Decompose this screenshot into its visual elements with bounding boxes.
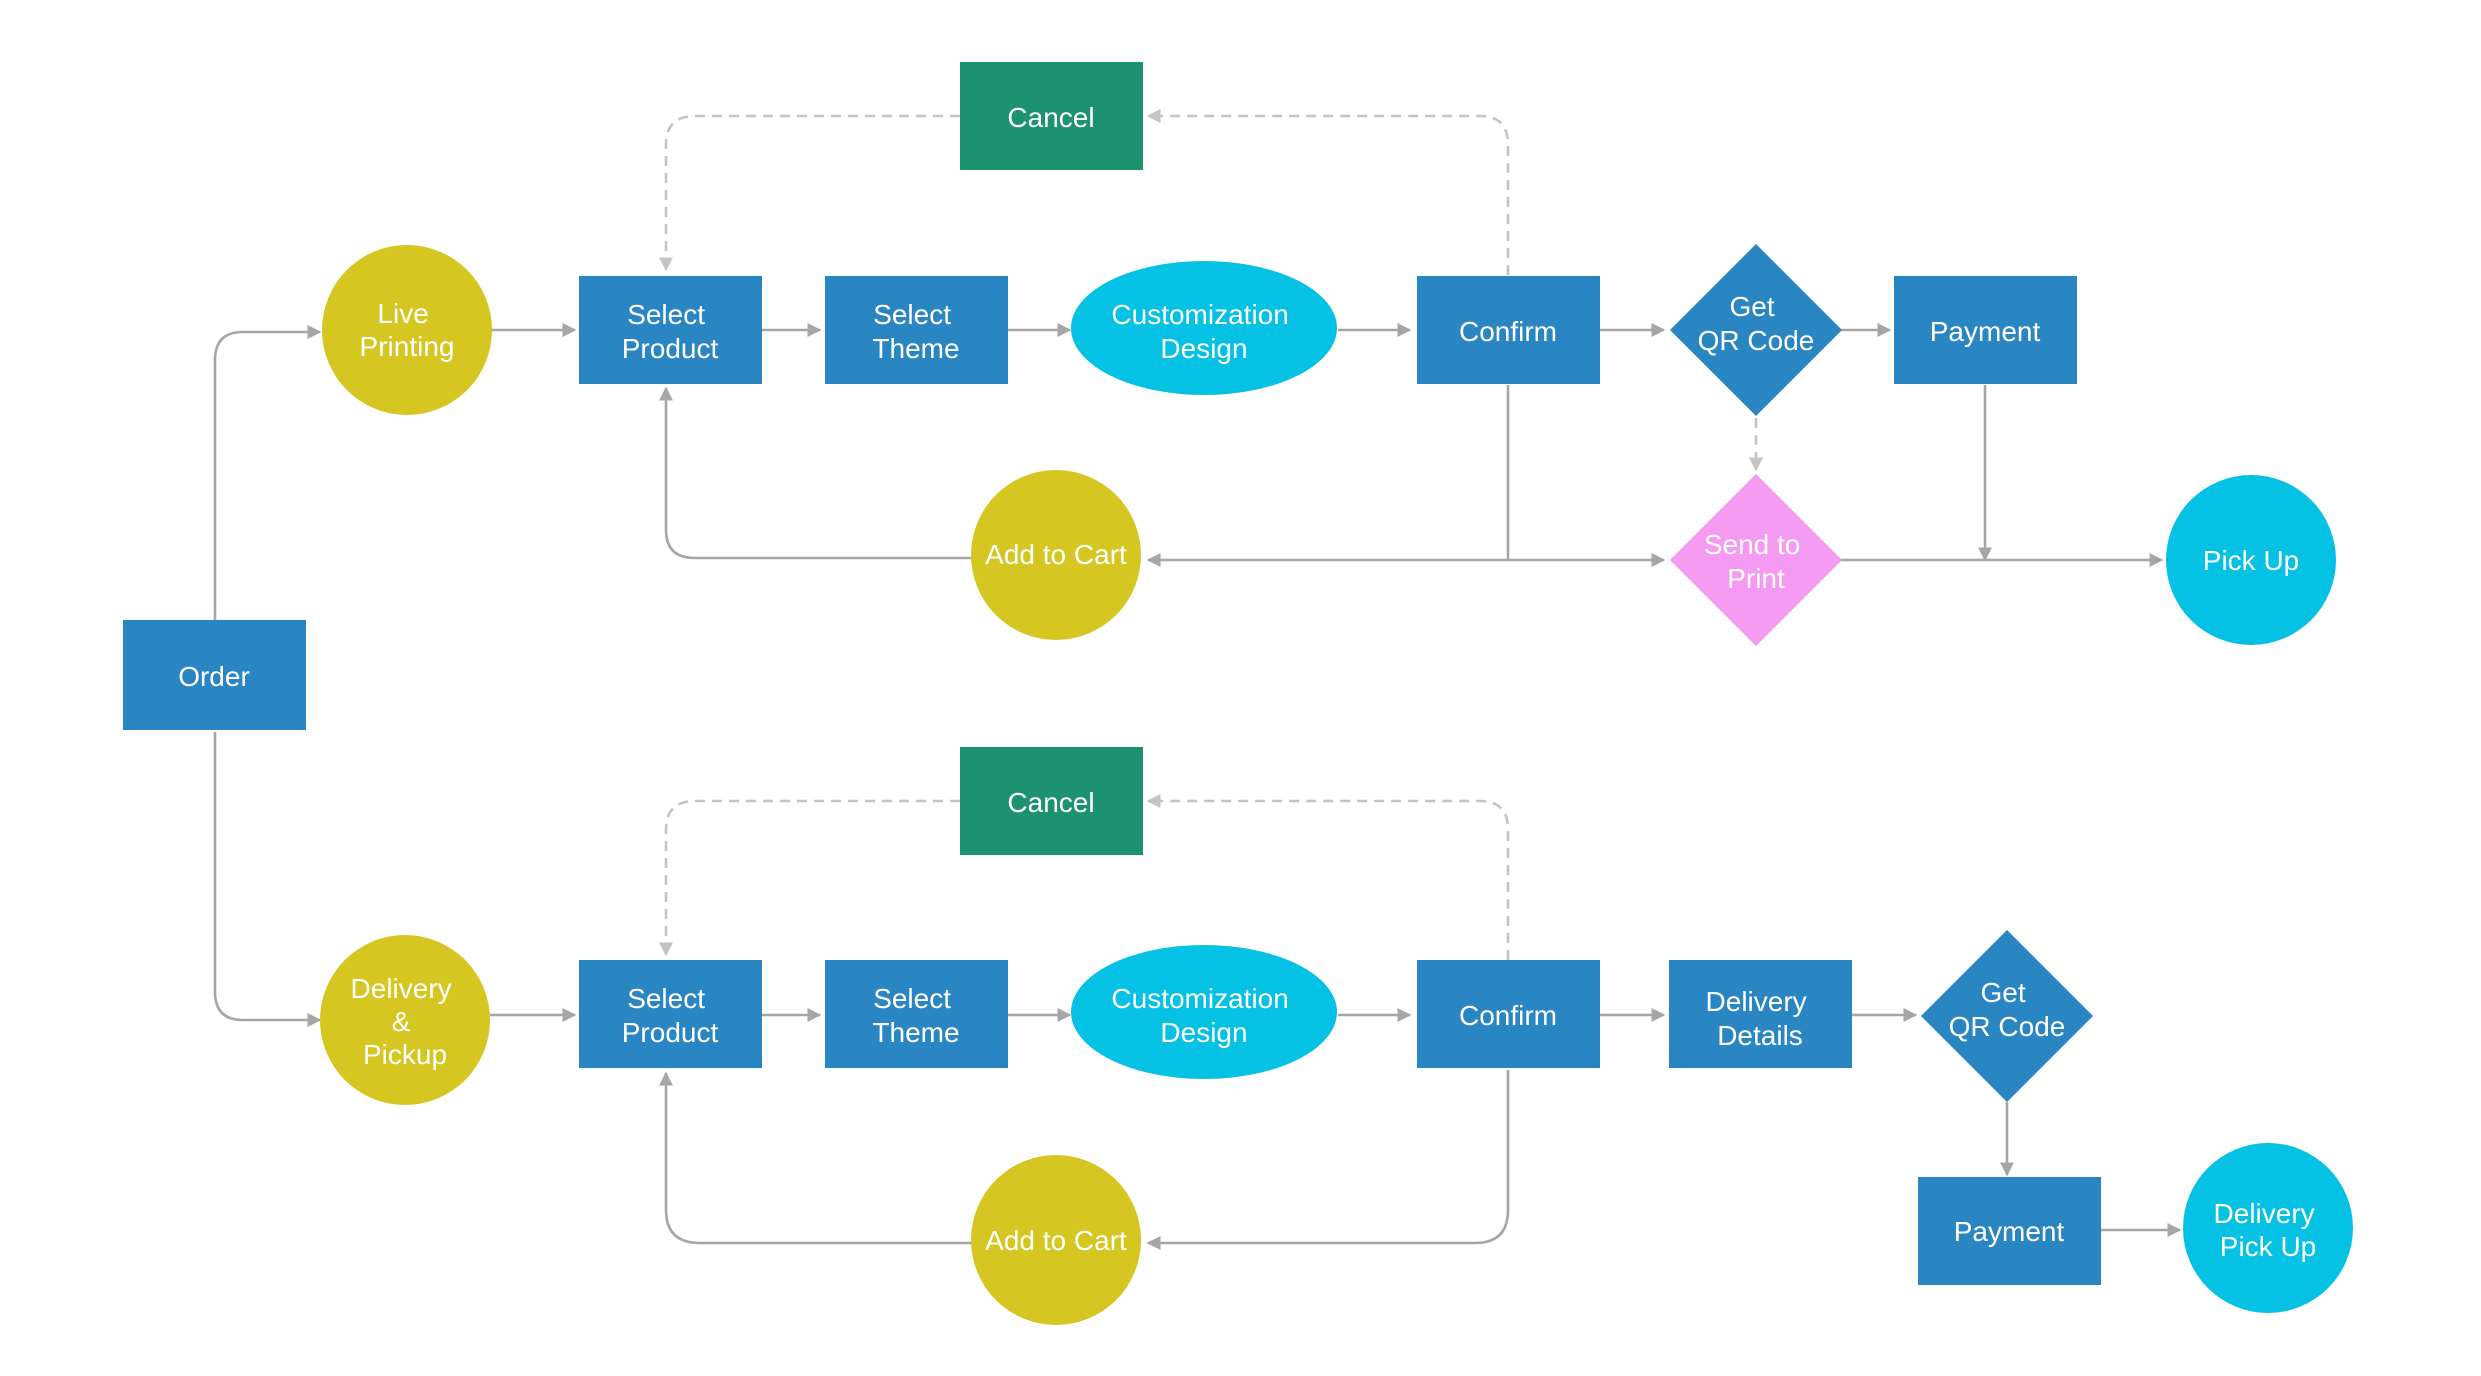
top-select-product-node: Select Product [579,276,762,384]
edge-top-cancel-to-select-product [659,114,960,272]
bottom-get-qr-label: Get QR Code [1949,977,2066,1042]
edge-order-to-live-printing [213,325,322,620]
top-payment-node: Payment [1894,276,2077,384]
top-payment-label: Payment [1930,316,2041,347]
nodes: Order Live Printing Delivery & Pickup Ca… [123,62,2353,1325]
live-printing-label: Live Printing [360,298,455,362]
edge-bottom-confirm-to-add-to-cart [1146,1070,1510,1250]
pick-up-label: Pick Up [2203,545,2299,576]
top-customization-node: Customization Design [1071,261,1337,395]
edge-order-to-delivery-pickup [213,732,322,1027]
top-add-to-cart-label: Add to Cart [985,539,1127,570]
bottom-payment-label: Payment [1954,1216,2065,1247]
delivery-details-node: Delivery Details [1669,960,1852,1068]
bottom-add-to-cart-label: Add to Cart [985,1225,1127,1256]
top-confirm-label: Confirm [1459,316,1557,347]
top-get-qr-label: Get QR Code [1698,291,1815,356]
order-label: Order [178,661,250,692]
edge-bottom-cancel-to-select-product [659,799,960,957]
bottom-confirm-node: Confirm [1417,960,1600,1068]
delivery-pick-up-label: Delivery Pick Up [2214,1198,2323,1262]
top-customization-label: Customization Design [1111,299,1296,364]
top-select-theme-node: Select Theme [825,276,1008,384]
top-cancel-node: Cancel [960,62,1143,170]
bottom-cancel-label: Cancel [1007,787,1094,818]
pick-up-node: Pick Up [2166,475,2336,645]
bottom-confirm-label: Confirm [1459,1000,1557,1031]
bottom-select-product-label: Select Product [622,983,719,1048]
bottom-select-theme-label: Select Theme [872,983,959,1048]
send-to-print-node: Send to Print [1670,474,1842,646]
delivery-pickup-label: Delivery & Pickup [351,973,460,1070]
top-confirm-node: Confirm [1417,276,1600,384]
delivery-pick-up-node: Delivery Pick Up [2183,1143,2353,1313]
delivery-pickup-node: Delivery & Pickup [320,935,490,1105]
bottom-payment-node: Payment [1918,1177,2101,1285]
bottom-select-theme-node: Select Theme [825,960,1008,1068]
edge-bottom-add-to-cart-to-select-product [659,1071,973,1245]
top-get-qr-node: Get QR Code [1670,244,1842,416]
live-printing-node: Live Printing [322,245,492,415]
send-to-print-label: Send to Print [1704,529,1808,594]
edge-bottom-confirm-to-cancel [1146,794,1510,960]
bottom-select-product-node: Select Product [579,960,762,1068]
top-select-theme-label: Select Theme [872,299,959,364]
bottom-customization-node: Customization Design [1071,945,1337,1079]
edge-top-add-to-cart-to-select-product [659,386,973,560]
edge-top-confirm-to-cancel [1146,109,1510,275]
bottom-customization-label: Customization Design [1111,983,1296,1048]
top-select-product-label: Select Product [622,299,719,364]
bottom-add-to-cart-node: Add to Cart [971,1155,1141,1325]
top-add-to-cart-node: Add to Cart [971,470,1141,640]
bottom-cancel-node: Cancel [960,747,1143,855]
top-cancel-label: Cancel [1007,102,1094,133]
bottom-get-qr-node: Get QR Code [1921,930,2093,1102]
connectors [213,109,2182,1250]
delivery-details-label: Delivery Details [1706,986,1815,1051]
order-node: Order [123,620,306,730]
